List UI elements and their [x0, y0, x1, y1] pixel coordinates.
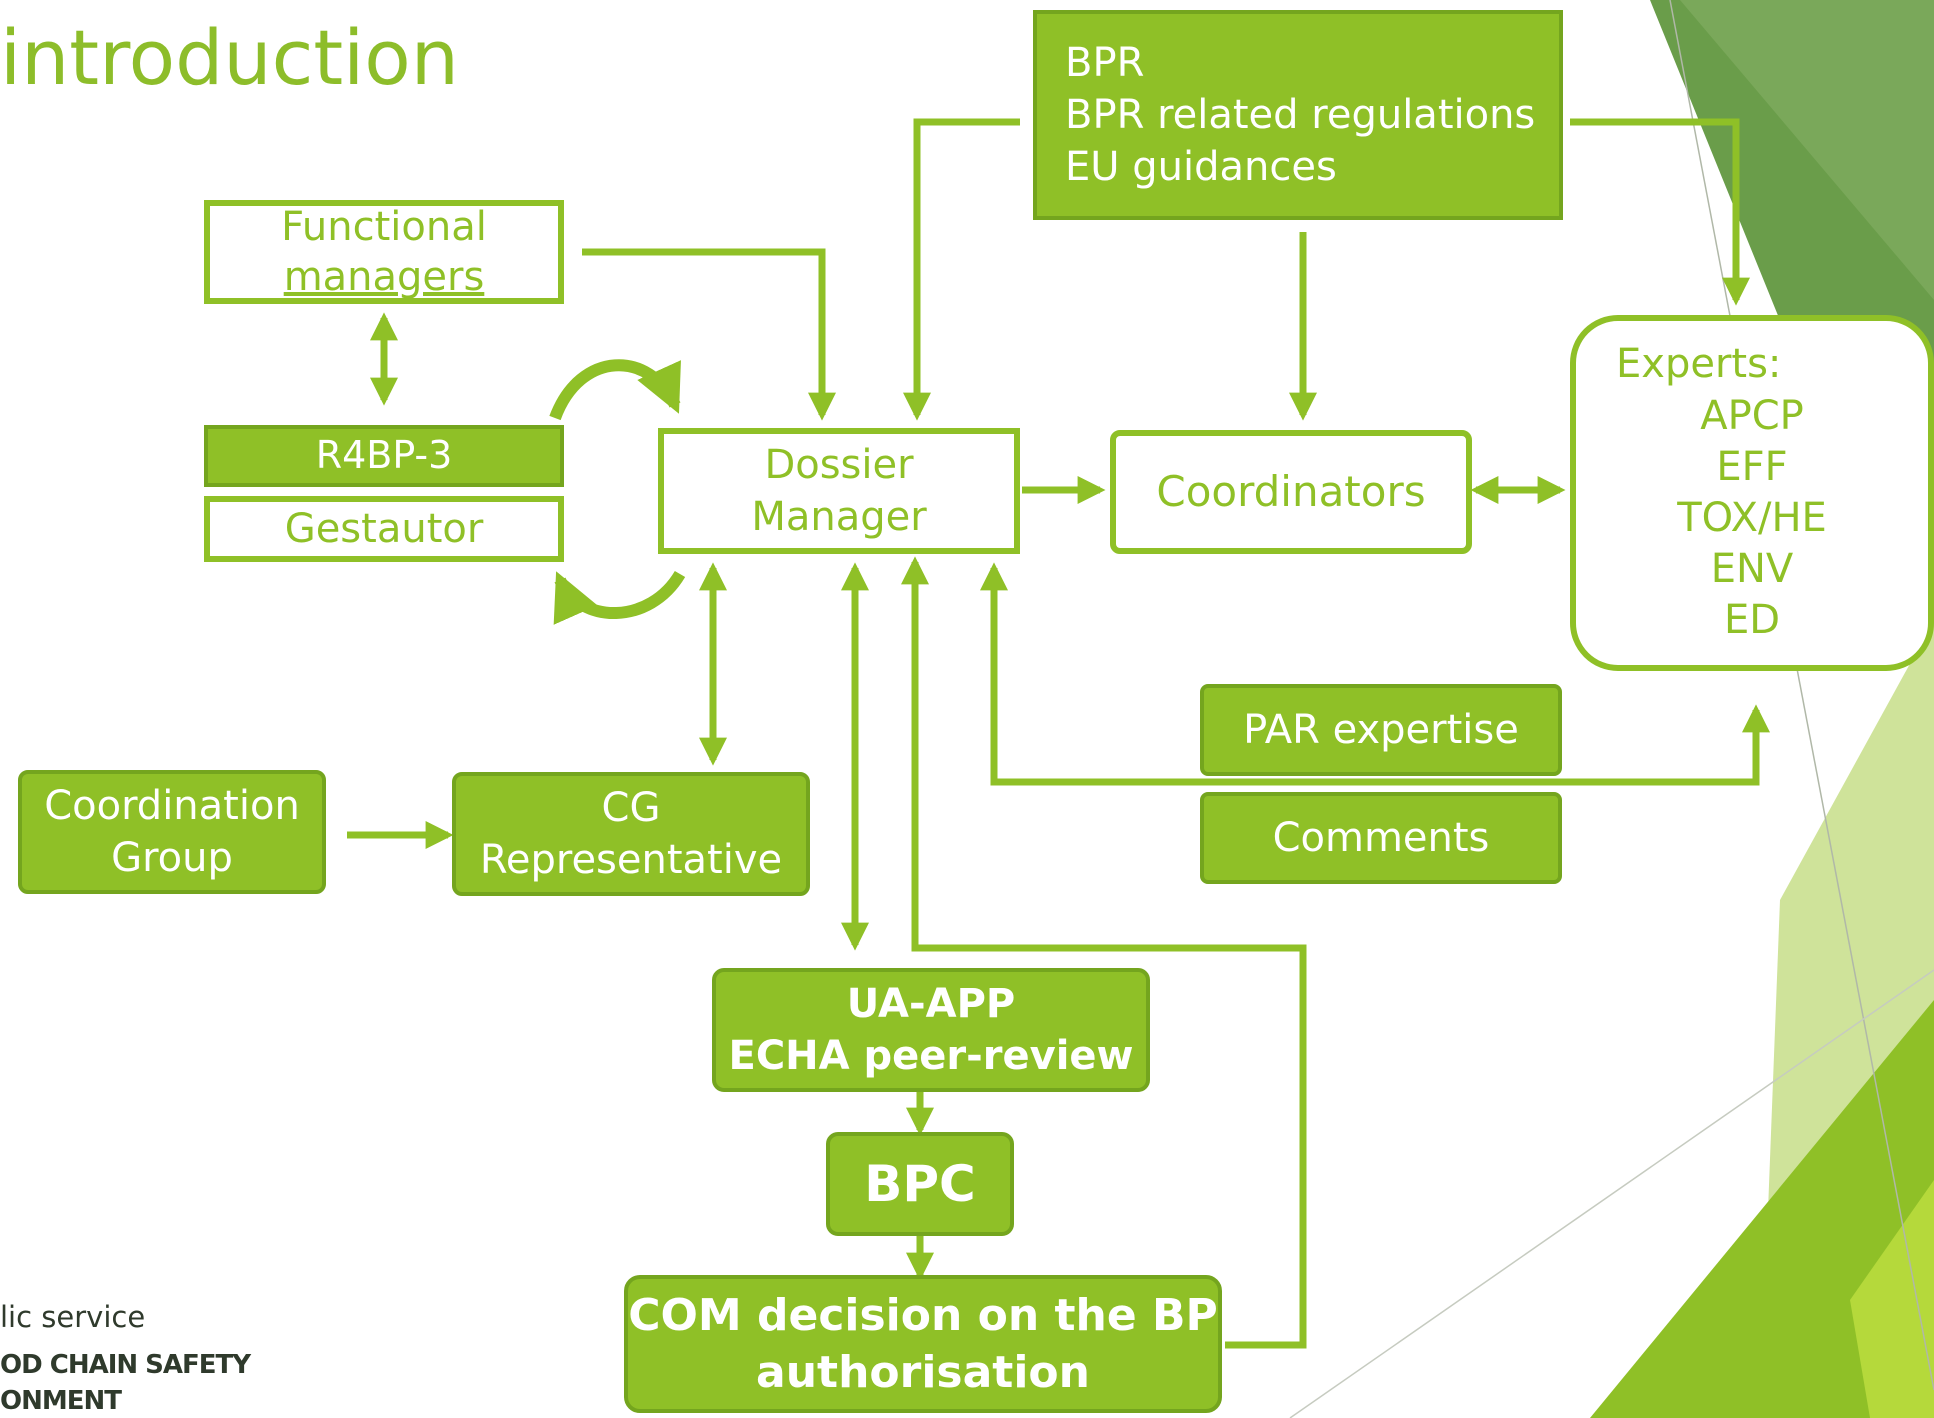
par-expertise-box: PAR expertise: [1200, 684, 1562, 776]
dossier-manager-box: Dossier Manager: [658, 428, 1020, 554]
experts-box: Experts: APCP EFF TOX/HE ENV ED: [1570, 315, 1934, 671]
footer-org-line2: ONMENT: [0, 1386, 122, 1416]
bpc-box: BPC: [826, 1132, 1014, 1236]
functional-managers-box: Functional managers: [204, 200, 564, 304]
gestautor-box: Gestautor: [204, 496, 564, 562]
footer-service-text: lic service: [0, 1300, 146, 1334]
coordination-group-box: Coordination Group: [18, 770, 326, 894]
comments-box: Comments: [1200, 792, 1562, 884]
coordinators-box: Coordinators: [1110, 430, 1472, 554]
curved-arrow-tools-to-dossier: [549, 359, 681, 421]
curved-arrow-dossier-to-tools: [553, 570, 686, 625]
cg-representative-box: CG Representative: [452, 772, 810, 896]
arrow-bpr-to-experts: [1570, 118, 1750, 306]
bpr-box: BPR BPR related regulations EU guidances: [1033, 10, 1563, 220]
arrow-experts-to-dossier: [980, 562, 1770, 786]
footer-org-line1: OD CHAIN SAFETY: [0, 1350, 251, 1380]
arrow-bpr-to-dossier: [903, 118, 1020, 421]
ua-app-box: UA-APP ECHA peer-review: [712, 968, 1150, 1092]
page-title: introduction: [0, 13, 459, 102]
r4bp-box: R4BP-3: [204, 425, 564, 487]
com-decision-box: COM decision on the BP authorisation: [624, 1275, 1222, 1413]
arrow-functional-to-dossier: [582, 248, 836, 421]
arrow-com-to-dossier: [901, 556, 1307, 1349]
